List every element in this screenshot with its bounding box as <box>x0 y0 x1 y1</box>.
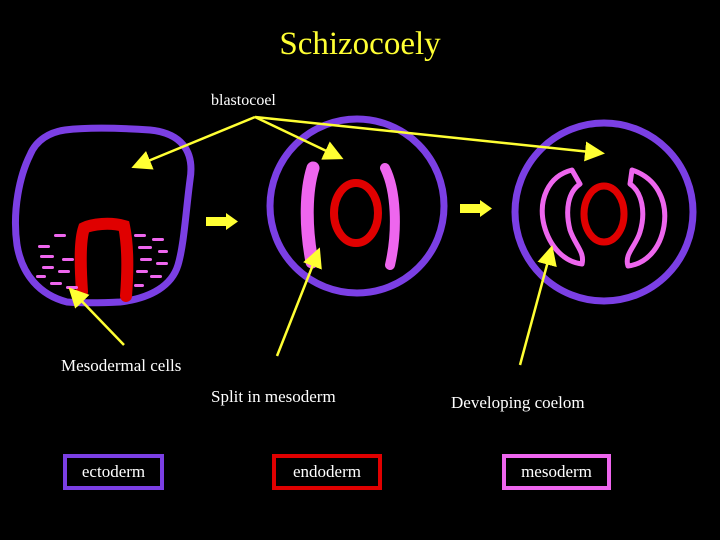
blastocoel-label: blastocoel <box>211 92 276 109</box>
stage-3-embryo <box>511 119 697 305</box>
mesoderm-right-band <box>380 163 400 270</box>
coelom-left-pouch <box>539 167 586 267</box>
mesodermal-cells-label: Mesodermal cells <box>61 356 182 375</box>
stage-arrow-head <box>226 213 238 230</box>
developing-coelom-label: Developing coelom <box>451 393 585 412</box>
stage-1-embryo <box>11 124 195 307</box>
stage-arrow-head <box>480 200 492 217</box>
mesodermal-cells <box>36 234 168 289</box>
ectoderm-wall <box>266 115 448 297</box>
archenteron-endoderm <box>74 217 134 302</box>
coelom-right-pouch <box>624 167 668 269</box>
endoderm-gut <box>330 179 382 247</box>
stage-arrow-icon <box>206 217 228 226</box>
legend-endoderm: endoderm <box>272 454 382 490</box>
endoderm-gut <box>580 182 628 246</box>
ectoderm-wall <box>511 119 697 305</box>
pointer-arrow-icon <box>68 115 605 366</box>
page-title: Schizocoely <box>279 26 441 62</box>
stage-2-embryo <box>266 115 448 297</box>
legend-mesoderm: mesoderm <box>502 454 611 490</box>
ectoderm-wall <box>11 124 195 307</box>
mesoderm-left-band <box>300 161 320 269</box>
split-in-mesoderm-label: Split in mesoderm <box>211 387 336 406</box>
legend-ectoderm: ectoderm <box>63 454 164 490</box>
stage-arrow-icon <box>460 204 482 213</box>
